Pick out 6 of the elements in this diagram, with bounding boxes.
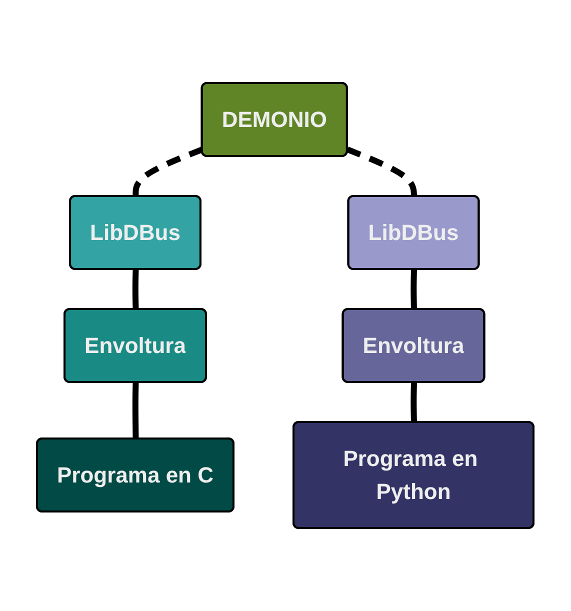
connector: [132, 382, 139, 440]
connector: [132, 269, 139, 310]
connector: [410, 382, 418, 423]
connector: [132, 146, 204, 197]
connector: [346, 146, 418, 197]
connector: [410, 269, 418, 310]
